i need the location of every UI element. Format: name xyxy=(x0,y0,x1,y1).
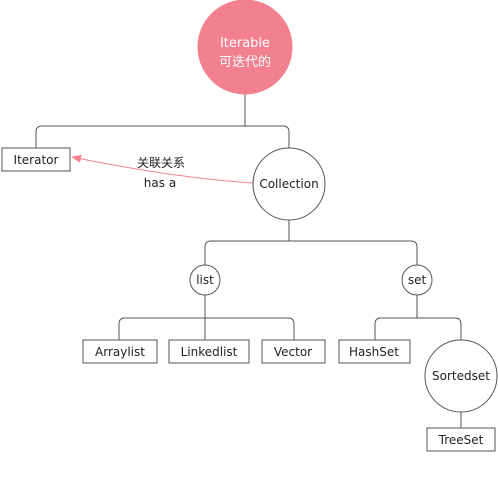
iterator-node[interactable]: Iterator xyxy=(1,147,71,172)
vector-box xyxy=(261,339,326,364)
vector-node[interactable]: Vector xyxy=(261,339,326,364)
set-circle xyxy=(401,264,433,296)
list-node[interactable]: list xyxy=(189,264,221,296)
tree-connectors xyxy=(35,94,462,428)
treeset-box xyxy=(426,427,496,452)
edge-iterable-branches xyxy=(35,125,290,148)
iterable-circle xyxy=(197,0,293,95)
set-label: set xyxy=(408,273,427,287)
sortedset-label: Sortedset xyxy=(432,369,490,383)
collection-node[interactable]: Collection xyxy=(252,147,326,221)
association-label-en: has a xyxy=(144,176,176,190)
hashset-node[interactable]: HashSet xyxy=(338,339,411,364)
treeset-node[interactable]: TreeSet xyxy=(426,427,496,452)
hashset-label: HashSet xyxy=(349,345,399,359)
iterable-title: Iterable xyxy=(220,36,270,51)
association-arrow xyxy=(71,154,254,184)
arraylist-box xyxy=(82,339,158,364)
sortedset-node[interactable]: Sortedset xyxy=(424,339,498,413)
treeset-label: TreeSet xyxy=(438,433,484,447)
edge-set-branches xyxy=(374,317,462,340)
collection-label: Collection xyxy=(259,177,318,191)
linkedlist-label: Linkedlist xyxy=(181,345,238,359)
arraylist-label: Arraylist xyxy=(95,345,145,359)
iterator-label: Iterator xyxy=(14,153,59,167)
iterable-node[interactable]: Iterable 可迭代的 xyxy=(197,0,293,95)
sortedset-circle xyxy=(424,339,498,413)
list-circle xyxy=(189,264,221,296)
linkedlist-box xyxy=(168,339,250,364)
edge-list-branches xyxy=(118,317,295,340)
iterable-subtitle: 可迭代的 xyxy=(219,54,271,70)
association-label-cn: 关联关系 xyxy=(137,156,185,170)
collection-circle xyxy=(252,147,326,221)
hashset-box xyxy=(338,339,411,364)
arraylist-node[interactable]: Arraylist xyxy=(82,339,158,364)
iterator-box xyxy=(1,147,71,172)
set-node[interactable]: set xyxy=(401,264,433,296)
edge-collection-branches xyxy=(204,240,418,265)
linkedlist-node[interactable]: Linkedlist xyxy=(168,339,250,364)
vector-label: Vector xyxy=(274,345,312,359)
list-label: list xyxy=(196,273,214,287)
